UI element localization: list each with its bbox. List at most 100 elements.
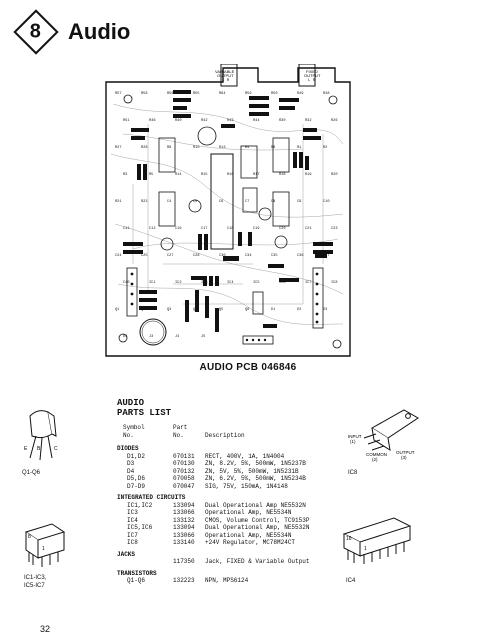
pcb-part-label: Q6: [245, 308, 249, 312]
pcb-part-label: C7: [245, 200, 249, 204]
pcb-part-label: R15: [201, 173, 207, 177]
regulator-label: IC8: [348, 470, 358, 476]
pcb-part-label: Q3: [167, 308, 171, 312]
pcb-part-label: C5: [193, 200, 197, 204]
parts-cell-symbol: IC3: [127, 509, 138, 516]
pcb-part-label: R5: [149, 173, 153, 177]
parts-cell-desc: NPN, MPS6124: [205, 577, 249, 584]
pcb-part-label: R49: [297, 92, 303, 96]
fixed-output-label: FIXED: [306, 69, 318, 74]
dip16-figure: 16 1: [342, 517, 412, 564]
pcb-part-label: R10: [193, 146, 199, 150]
pcb-part-label: R17: [253, 173, 259, 177]
pcb-part-label: R57: [115, 92, 121, 96]
pcb-part-label: R19: [305, 173, 311, 177]
parts-cell-desc: SIG, 75V, 150mA, 1N4148: [205, 482, 288, 490]
svg-text:OUTPUT: OUTPUT: [217, 73, 234, 78]
pcb-part-label: C19: [253, 227, 259, 231]
pcb-part-label: D1: [271, 308, 275, 312]
parts-section-name: DIODES: [117, 445, 139, 452]
col-part: Part No.: [173, 424, 188, 439]
parts-section-header: INTEGRATED CIRCUITS: [117, 490, 313, 502]
parts-section-name: JACKS: [117, 550, 136, 558]
parts-section-name: TRANSISTORS: [117, 569, 157, 577]
pcb-part-label: C11: [123, 227, 129, 231]
pcb-part-label: R40: [175, 119, 181, 123]
pcb-part-label: J4: [175, 335, 179, 339]
pcb-part-label: IC5: [253, 281, 259, 285]
pcb-part-label: R22: [141, 200, 147, 204]
parts-cell-symbol: IC5,IC6: [127, 524, 153, 531]
pcb-part-label: C28: [193, 254, 199, 258]
pcb-part-label: IC1: [149, 281, 155, 285]
variable-output-lr: L R: [222, 79, 230, 83]
transistor-pin-b: B: [37, 446, 41, 452]
pcb-part-label: Q1: [115, 308, 119, 312]
pcb-part-label: C18: [227, 227, 233, 231]
pcb-part-label: IC3: [201, 281, 207, 285]
pcb-part-label: R58: [141, 92, 147, 96]
pcb-part-label: Q4: [193, 308, 197, 312]
pcb-part-label: C6: [219, 200, 223, 204]
pcb-part-label: D3: [323, 308, 327, 312]
pcb-part-label: C23: [331, 227, 337, 231]
parts-cell-symbol: D4: [127, 467, 135, 475]
parts-cell-symbol: IC8: [127, 539, 138, 546]
pcb-part-label: R27: [115, 146, 121, 150]
pcb-part-label: R48: [323, 92, 329, 96]
variable-output-label: VARIABLE: [215, 69, 235, 74]
parts-cell-symbol: D7-D9: [127, 482, 146, 490]
pcb-part-label: R46: [149, 119, 155, 123]
pcb-part-label: R59: [245, 92, 251, 96]
parts-cell-desc: Operational Amp, NE5534N: [205, 531, 292, 539]
parts-cell-symbol: IC4: [127, 516, 138, 524]
pcb-part-label: IC6: [279, 281, 285, 285]
col-symbol: Symbol No.: [123, 424, 145, 439]
dip8-label: IC1-IC3, IC5-IC7: [24, 575, 47, 589]
parts-cell-desc: Dual Operational Amp, NE5532N: [205, 524, 310, 531]
pcb-part-label: R6: [271, 146, 275, 150]
parts-cell-desc: RECT, 400V, 1A, 1N4004: [205, 452, 285, 460]
page-number: 32: [40, 624, 51, 634]
pcb-part-label: D4: [123, 335, 127, 339]
pcb-part-label: R43: [227, 119, 233, 123]
pcb-part-label: C37: [323, 254, 329, 258]
pcb-part-label: IC2: [175, 281, 181, 285]
dip16-pin-16: 16: [346, 536, 352, 542]
parts-cell-symbol: Q1-Q6: [127, 577, 146, 584]
dip16-pin-1: 1: [364, 546, 367, 552]
section-number-diamond: 8: [13, 9, 59, 55]
parts-cell-part: 070132: [173, 467, 195, 475]
parts-cell-part: 132223: [173, 577, 195, 584]
parts-row: Q1-Q6 132223 NPN, MPS6124: [117, 577, 313, 585]
section-number: 8: [30, 20, 42, 43]
dip8-figure: 8 1: [24, 523, 66, 567]
pcb-part-label: R20: [331, 173, 337, 177]
regulator-pin-input: INPUT: [348, 434, 362, 439]
pcb-part-label: IC4: [227, 281, 233, 285]
regulator-figure: INPUT (1) COMMON (2) OUTPUT (3): [348, 409, 419, 462]
pcb-part-label: C34: [245, 254, 251, 258]
parts-cell-part: 070058: [173, 475, 195, 482]
pcb-part-label: R64: [219, 92, 225, 96]
pcb-part-label: C21: [305, 227, 311, 231]
parts-cell-symbol: IC7: [127, 531, 138, 539]
parts-section-header: DIODES: [117, 441, 313, 453]
parts-cell-desc: ZN, 6.2V, 5%, 500mW, 1N5234B: [205, 475, 306, 482]
pcb-part-label: R50: [271, 92, 277, 96]
pcb-part-label: R4: [245, 146, 249, 150]
pcb-part-label: R32: [305, 119, 311, 123]
pcb-part-label: C40: [123, 281, 129, 285]
pcb-part-label: J3: [149, 335, 153, 339]
pcb-part-label: IC7: [305, 281, 311, 285]
pcb-part-label: Q5: [219, 308, 223, 312]
parts-cell-part: 133066: [173, 531, 195, 539]
parts-cell-desc: ZN, 5V, 5%, 500mW, 1N5231B: [205, 467, 299, 475]
